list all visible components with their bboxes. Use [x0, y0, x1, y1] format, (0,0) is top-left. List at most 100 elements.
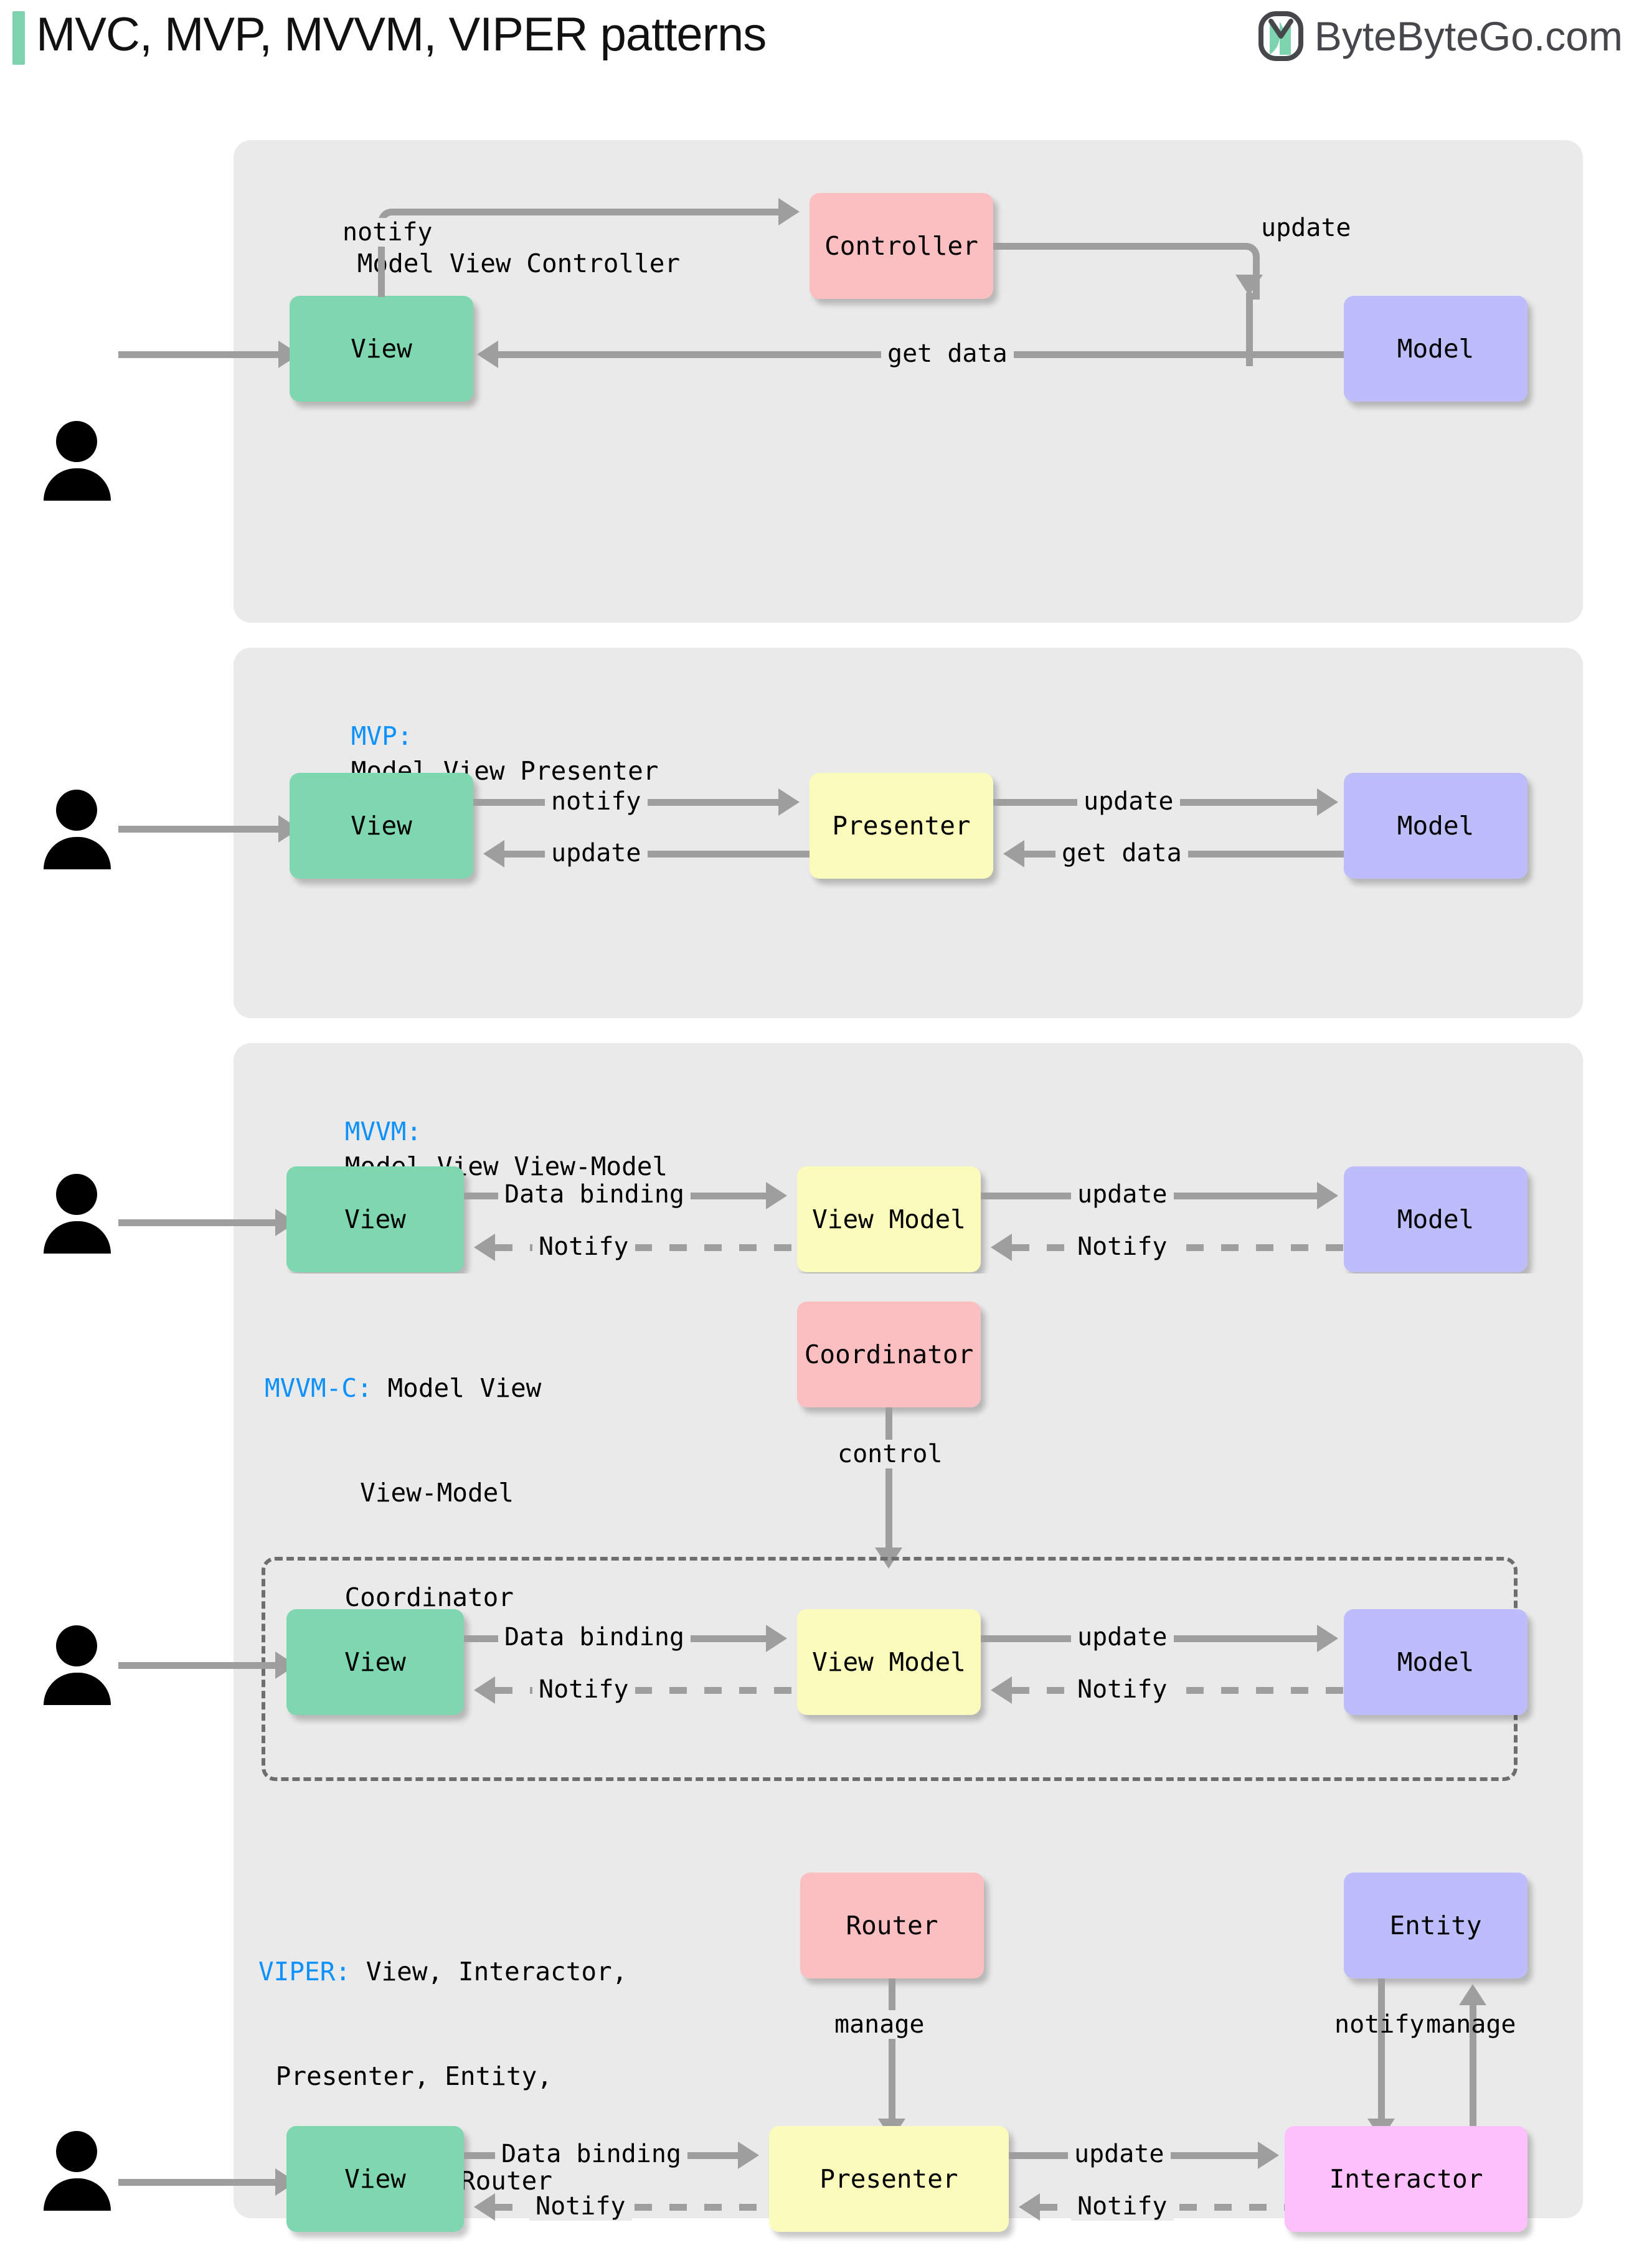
node-view-model-label: View Model [812, 1204, 966, 1234]
edge-notify-seg-h [428, 209, 780, 215]
edge-notify-right-dash [1012, 1244, 1344, 1251]
node-presenter[interactable]: Presenter [769, 2126, 1009, 2232]
section-keyword-mvp: MVP: [351, 721, 413, 751]
edge-label-data-binding: Data binding [495, 2140, 687, 2168]
node-router-label: Router [846, 1911, 938, 1940]
edge-label-manage-router: manage [828, 2010, 931, 2039]
section-keyword-viper: VIPER: [258, 1957, 351, 1987]
node-view[interactable]: View [286, 1609, 464, 1715]
node-model-label: Model [1397, 334, 1475, 364]
edge-label-update: update [1071, 1180, 1174, 1209]
node-interactor-label: Interactor [1329, 2164, 1483, 2194]
edge-user-to-view-line [118, 1219, 277, 1226]
edge-user-to-view-line [118, 2179, 277, 2186]
edge-label-notify-to-view: Notify [532, 1232, 635, 1261]
edge-manage-entity-line [1470, 2005, 1476, 2136]
user-body [44, 1221, 111, 1254]
edge-getdata-arrowhead [477, 341, 498, 368]
node-view-label: View [344, 2164, 406, 2194]
edge-notify-seg-v-lower [378, 258, 385, 297]
edge-notify-arrowhead [778, 788, 800, 816]
edge-update-left-line [504, 851, 810, 858]
edge-label-get-data: get data [1055, 839, 1188, 867]
node-model[interactable]: Model [1344, 773, 1527, 879]
edge-update-right-arrowhead [1317, 788, 1338, 816]
edge-user-to-view-line [118, 351, 280, 358]
edge-update-arrowhead [1317, 1182, 1338, 1209]
node-presenter-label: Presenter [819, 2164, 958, 2194]
edge-manage-entity-arrowhead [1459, 1984, 1486, 2005]
user-head [56, 790, 97, 831]
edge-label-update: update [1068, 2140, 1171, 2168]
user-body [44, 468, 111, 501]
edge-label-notify-to-view: Notify [529, 2192, 632, 2221]
node-model[interactable]: Model [1344, 1609, 1527, 1715]
edge-notify-entity-line [1378, 1978, 1385, 2132]
node-view-label: View [344, 1647, 406, 1677]
section-viper: VIPER: View, Interactor, Presenter, Enti… [118, 1782, 1583, 2232]
section-title-viper-line3: Router [460, 2166, 552, 2196]
edge-user-to-view-line [118, 1662, 277, 1669]
accent-bar [12, 11, 25, 65]
section-mvp: MVP: Model View Presenter View Presenter… [118, 648, 1583, 1018]
edge-manage-router-line [889, 1978, 895, 2132]
edge-notify-left-arrowhead [474, 1234, 495, 1261]
edge-databinding-arrowhead [738, 2142, 759, 2169]
edge-update-arrowhead [1317, 1625, 1338, 1652]
bytebytego-logo-icon [1258, 11, 1303, 61]
edge-getdata-arrowhead [1003, 840, 1024, 867]
edge-update-arrowhead [1258, 2142, 1279, 2169]
user-icon-mvc [44, 421, 111, 501]
section-keyword-mvvmc: MVVM-C: [265, 1373, 372, 1403]
section-title-mvc: Model View Controller [357, 248, 681, 278]
node-presenter[interactable]: Presenter [810, 773, 993, 879]
brand-name: ByteByteGo.com [1314, 13, 1623, 59]
node-model-label: Model [1397, 811, 1475, 841]
edge-user-to-view-line [118, 826, 280, 833]
node-view[interactable]: View [286, 1166, 464, 1272]
node-view[interactable]: View [290, 296, 473, 402]
user-head [56, 2131, 97, 2172]
node-coordinator-label: Coordinator [804, 1340, 974, 1369]
edge-label-notify-entity: notify [1334, 2010, 1425, 2039]
node-interactor[interactable]: Interactor [1285, 2126, 1527, 2232]
section-title-mvvmc-line1: Model View [387, 1373, 542, 1403]
edge-label-notify-to-vm: Notify [1071, 1675, 1174, 1704]
node-view[interactable]: View [290, 773, 473, 879]
node-entity[interactable]: Entity [1344, 1873, 1527, 1978]
node-view-model-label: View Model [812, 1647, 966, 1677]
node-coordinator[interactable]: Coordinator [797, 1302, 981, 1407]
node-controller[interactable]: Controller [810, 193, 993, 299]
edge-label-notify: notify [336, 218, 439, 247]
edge-label-update: update [1071, 1623, 1174, 1651]
edge-update-arrowhead [1235, 275, 1263, 296]
user-head [56, 1625, 97, 1666]
user-body [44, 2178, 111, 2211]
edge-label-notify-to-vm: Notify [1071, 1232, 1174, 1261]
node-router[interactable]: Router [800, 1873, 984, 1978]
edge-label-manage-entity: manage [1426, 2010, 1516, 2039]
user-body [44, 1673, 111, 1705]
node-view-label: View [344, 1204, 406, 1234]
node-model[interactable]: Model [1344, 296, 1527, 402]
edge-notify-left-arrowhead [474, 2193, 495, 2221]
node-model-label: Model [1397, 1647, 1475, 1677]
user-icon-mvp [44, 790, 111, 869]
node-view-model[interactable]: View Model [797, 1609, 981, 1715]
user-head [56, 1174, 97, 1215]
user-body [44, 837, 111, 869]
edge-notify-left-dash [495, 1244, 797, 1251]
edge-label-update-to-view: update [545, 839, 648, 867]
node-model-label: Model [1397, 1204, 1475, 1234]
edge-notify-arrowhead [778, 198, 800, 225]
section-title-viper-line1: View, Interactor, [366, 1957, 628, 1987]
node-model[interactable]: Model [1344, 1166, 1527, 1272]
edge-update-seg-v [1246, 293, 1253, 366]
edge-databinding-arrowhead [766, 1625, 787, 1652]
edge-update-seg-h [993, 243, 1234, 250]
edge-label-update: update [1255, 214, 1358, 242]
node-view[interactable]: View [286, 2126, 464, 2232]
node-view-model[interactable]: View Model [797, 1166, 981, 1272]
edge-update-elbow [1203, 243, 1260, 300]
edge-label-notify-to-view: Notify [532, 1675, 635, 1704]
